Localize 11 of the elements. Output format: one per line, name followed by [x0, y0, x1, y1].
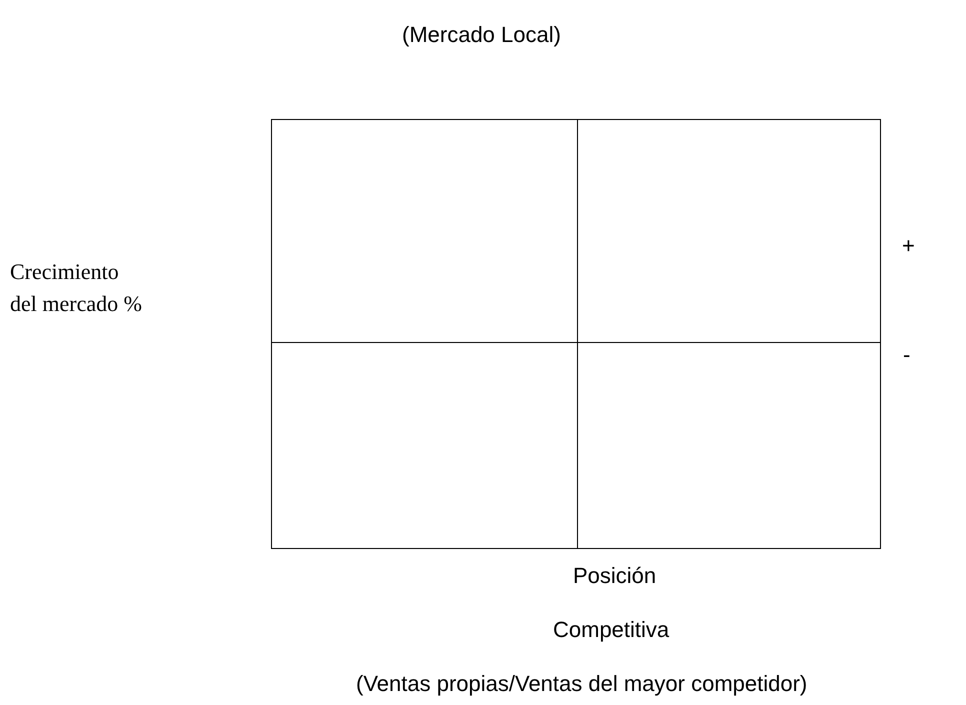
matrix-quadrant — [271, 119, 578, 343]
chart-title: (Mercado Local) — [402, 22, 561, 48]
plus-sign: + — [902, 233, 915, 259]
matrix-quadrant — [577, 342, 881, 549]
matrix-quadrant — [577, 119, 881, 343]
minus-sign: - — [903, 342, 910, 368]
axis-label: Crecimiento del mercado % — [10, 258, 143, 318]
matrix-quadrant — [271, 342, 578, 549]
axis-note: (Ventas propias/Ventas del mayor competidor) — [356, 671, 808, 697]
axis-label: Competitiva — [553, 617, 670, 643]
axis-label: Posición — [573, 563, 656, 589]
